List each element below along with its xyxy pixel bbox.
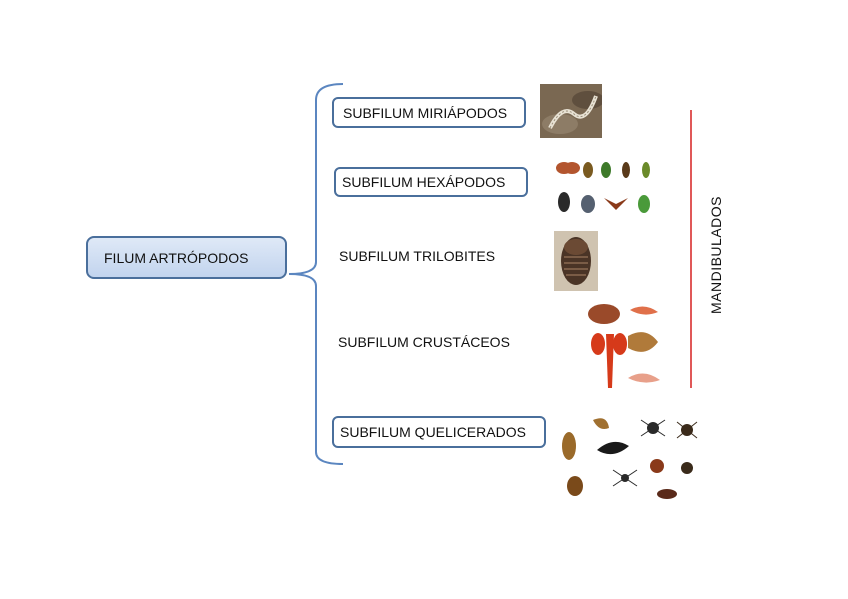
insects-photo xyxy=(548,154,660,224)
node-label: SUBFILUM TRILOBITES xyxy=(339,248,496,264)
node-label: SUBFILUM QUELICERADOS xyxy=(340,424,526,440)
node-label: SUBFILUM HEXÁPODOS xyxy=(342,174,506,190)
node-miriapodos[interactable]: SUBFILUM MIRIÁPODOS xyxy=(332,97,526,128)
mandibulados-label: MANDIBULADOS xyxy=(708,195,724,315)
node-label: SUBFILUM MIRIÁPODOS xyxy=(343,104,508,121)
arachnids-photo xyxy=(553,410,703,508)
centipede-photo xyxy=(540,84,602,138)
node-crustaceos: SUBFILUM CRUSTÁCEOS xyxy=(338,334,510,350)
node-quelicerados[interactable]: SUBFILUM QUELICERADOS xyxy=(332,416,546,448)
node-trilobites: SUBFILUM TRILOBITES xyxy=(339,248,495,264)
node-hexapodos[interactable]: SUBFILUM HEXÁPODOS xyxy=(334,167,528,197)
trilobite-photo xyxy=(554,231,598,291)
crustaceans-photo xyxy=(584,298,666,392)
root-node[interactable]: FILUM ARTRÓPODOS xyxy=(86,236,287,279)
root-label: FILUM ARTRÓPODOS xyxy=(104,249,249,266)
node-label: SUBFILUM CRUSTÁCEOS xyxy=(338,334,510,350)
bracket xyxy=(288,83,344,465)
